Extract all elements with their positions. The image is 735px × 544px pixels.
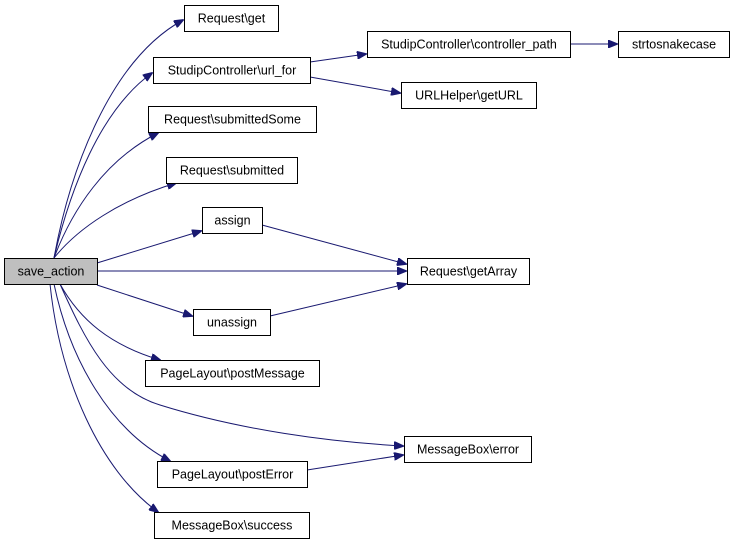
node-box [145,360,320,387]
node-url-for[interactable]: StudipController\url_for [153,57,311,84]
edge-save_action-to-posterror [53,283,170,461]
edge-save_action-to-submitted [53,183,176,259]
edge-save_action-to-assign [96,231,201,264]
edge-save_action-to-url_for [53,73,152,259]
edge-save_action-to-postmessage [59,283,160,360]
node-box [4,258,98,285]
node-mb-success[interactable]: MessageBox\success [154,512,310,539]
node-label: Request\submitted [180,163,284,177]
node-box [618,31,730,58]
node-posterror[interactable]: PageLayout\postError [157,461,308,488]
call-edges [49,20,617,512]
node-save-action[interactable]: save_action [4,258,98,285]
node-box [401,82,537,109]
node-box [367,31,571,58]
node-label: Request\getArray [420,264,518,278]
node-unassign[interactable]: unassign [193,309,271,336]
node-label: Request\get [198,11,266,25]
node-label: PageLayout\postError [172,467,294,481]
node-box [148,106,317,133]
edge-assign-to-getarray [261,224,406,264]
node-label: StudipController\url_for [168,63,297,77]
node-label: URLHelper\getURL [415,88,523,102]
node-box [202,207,263,234]
node-geturl[interactable]: URLHelper\getURL [401,82,537,109]
edge-url_for-to-controller_path [309,54,366,63]
node-box [166,157,298,184]
edge-save_action-to-mb_error [59,283,403,446]
node-mb-error[interactable]: MessageBox\error [404,436,532,463]
node-label: save_action [18,264,85,278]
node-assign[interactable]: assign [202,207,263,234]
node-label: Request\submittedSome [164,112,301,126]
node-box [157,461,308,488]
node-submittedsome[interactable]: Request\submittedSome [148,106,317,133]
node-box [404,436,532,463]
node-submitted[interactable]: Request\submitted [166,157,298,184]
edge-save_action-to-unassign [96,284,192,316]
node-box [184,5,279,32]
edge-posterror-to-mb_error [306,455,403,471]
edge-save_action-to-req_get [53,20,183,259]
node-box [193,309,271,336]
call-nodes: save_action Request\getStudipController\u… [4,5,730,539]
node-strtosnakecase[interactable]: strtosnakecase [618,31,730,58]
node-label: PageLayout\postMessage [160,366,305,380]
node-label: StudipController\controller_path [381,37,557,51]
node-label: unassign [207,315,257,329]
node-req-get[interactable]: Request\get [184,5,279,32]
edge-unassign-to-getarray [269,284,406,317]
node-controller-path[interactable]: StudipController\controller_path [367,31,571,58]
node-box [407,258,530,285]
node-label: strtosnakecase [632,37,716,51]
node-label: assign [214,213,250,227]
edge-save_action-to-mb_success [49,283,158,512]
node-getarray[interactable]: Request\getArray [407,258,530,285]
node-box [154,512,310,539]
node-label: MessageBox\success [172,518,293,532]
edge-save_action-to-submittedsome [53,133,158,259]
node-postmessage[interactable]: PageLayout\postMessage [145,360,320,387]
node-box [153,57,311,84]
edge-url_for-to-geturl [309,76,400,93]
node-label: MessageBox\error [417,442,519,456]
